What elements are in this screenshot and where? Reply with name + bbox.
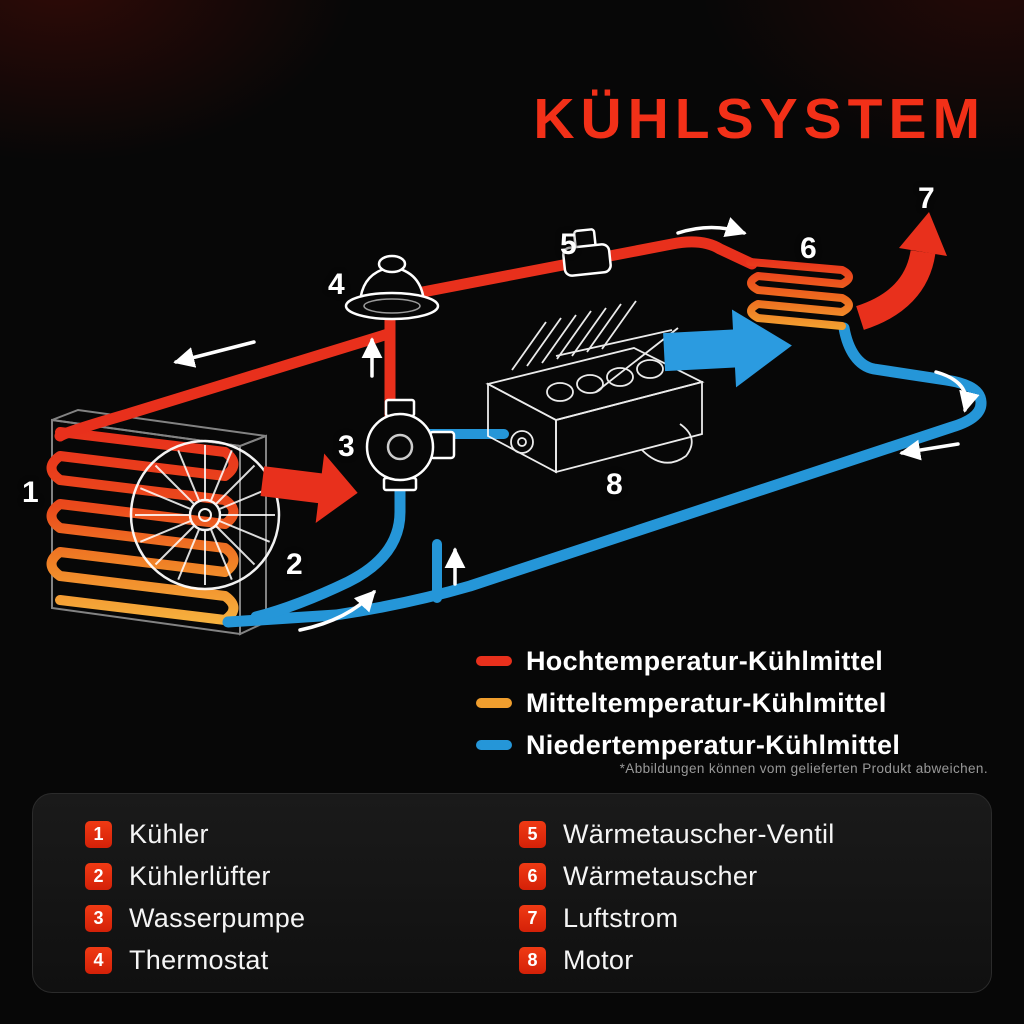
parts-list-panel: 1 Kühler 2 Kühlerlüfter 3 Wasserpumpe 4 …	[32, 793, 992, 993]
cold-airflow-arrow	[663, 309, 792, 388]
legend-label: Hochtemperatur-Kühlmittel	[526, 645, 884, 676]
disclaimer-footnote: *Abbildungen können vom gelieferten Prod…	[619, 761, 988, 776]
part-number-badge: 5	[519, 820, 546, 848]
page-title: KÜHLSYSTEM	[533, 87, 986, 151]
part-item-thermostat: 4 Thermostat	[85, 939, 305, 981]
diagram-marker-6: 6	[800, 232, 817, 265]
part-label: Kühler	[129, 818, 209, 849]
part-item-waermetauscher-ventil: 5 Wärmetauscher-Ventil	[519, 813, 835, 855]
thermostat	[344, 254, 440, 321]
part-item-kuehlerluefter: 2 Kühlerlüfter	[85, 855, 305, 897]
part-item-luftstrom: 7 Luftstrom	[519, 897, 835, 939]
radiator-coil	[46, 427, 239, 625]
part-number-badge: 6	[519, 862, 546, 890]
diagram-marker-3: 3	[338, 430, 355, 463]
mid-coolant-swatch	[476, 698, 512, 708]
part-item-wasserpumpe: 3 Wasserpumpe	[85, 897, 305, 939]
part-label: Kühlerlüfter	[129, 860, 271, 891]
part-label: Thermostat	[129, 944, 269, 975]
diagram-marker-1: 1	[22, 476, 39, 509]
part-label: Luftstrom	[563, 902, 679, 933]
parts-column-left: 1 Kühler 2 Kühlerlüfter 3 Wasserpumpe 4 …	[85, 813, 305, 981]
part-label: Motor	[563, 944, 634, 975]
radiator-fan	[129, 439, 281, 591]
legend-item-mid: Mitteltemperatur-Kühlmittel	[476, 686, 900, 720]
heater-valve	[562, 228, 612, 277]
part-label: Wärmetauscher-Ventil	[563, 818, 835, 849]
diagram-marker-7: 7	[918, 182, 935, 215]
warm-air-out-arrow	[855, 212, 947, 330]
legend-item-hot: Hochtemperatur-Kühlmittel	[476, 644, 900, 678]
water-pump	[365, 398, 456, 492]
hot-airflow-arrow	[260, 453, 358, 523]
cold-coolant-pipes	[222, 322, 987, 628]
part-number-badge: 8	[519, 946, 546, 974]
part-number-badge: 7	[519, 904, 546, 932]
part-item-kuehler: 1 Kühler	[85, 813, 305, 855]
part-number-badge: 1	[85, 820, 112, 848]
legend-label: Niedertemperatur-Kühlmittel	[526, 729, 901, 760]
diagram-marker-8: 8	[606, 468, 623, 501]
diagram-marker-4: 4	[328, 268, 345, 301]
part-number-badge: 4	[85, 946, 112, 974]
engine-block	[485, 300, 705, 474]
part-label: Wärmetauscher	[563, 860, 758, 891]
part-label: Wasserpumpe	[129, 902, 306, 933]
part-number-badge: 3	[85, 904, 112, 932]
cold-coolant-swatch	[476, 740, 512, 750]
diagram-marker-2: 2	[286, 548, 303, 581]
part-item-waermetauscher: 6 Wärmetauscher	[519, 855, 835, 897]
parts-column-right: 5 Wärmetauscher-Ventil 6 Wärmetauscher 7…	[519, 813, 835, 981]
heat-exchanger-coil	[746, 258, 853, 330]
legend-label: Mitteltemperatur-Kühlmittel	[526, 687, 887, 718]
legend-item-cold: Niedertemperatur-Kühlmittel	[476, 728, 900, 762]
coolant-legend: Hochtemperatur-Kühlmittel Mitteltemperat…	[476, 644, 900, 762]
part-number-badge: 2	[85, 862, 112, 890]
hot-coolant-swatch	[476, 656, 512, 666]
diagram-marker-5: 5	[560, 228, 577, 261]
flow-direction-arrows	[173, 217, 980, 632]
part-item-motor: 8 Motor	[519, 939, 835, 981]
